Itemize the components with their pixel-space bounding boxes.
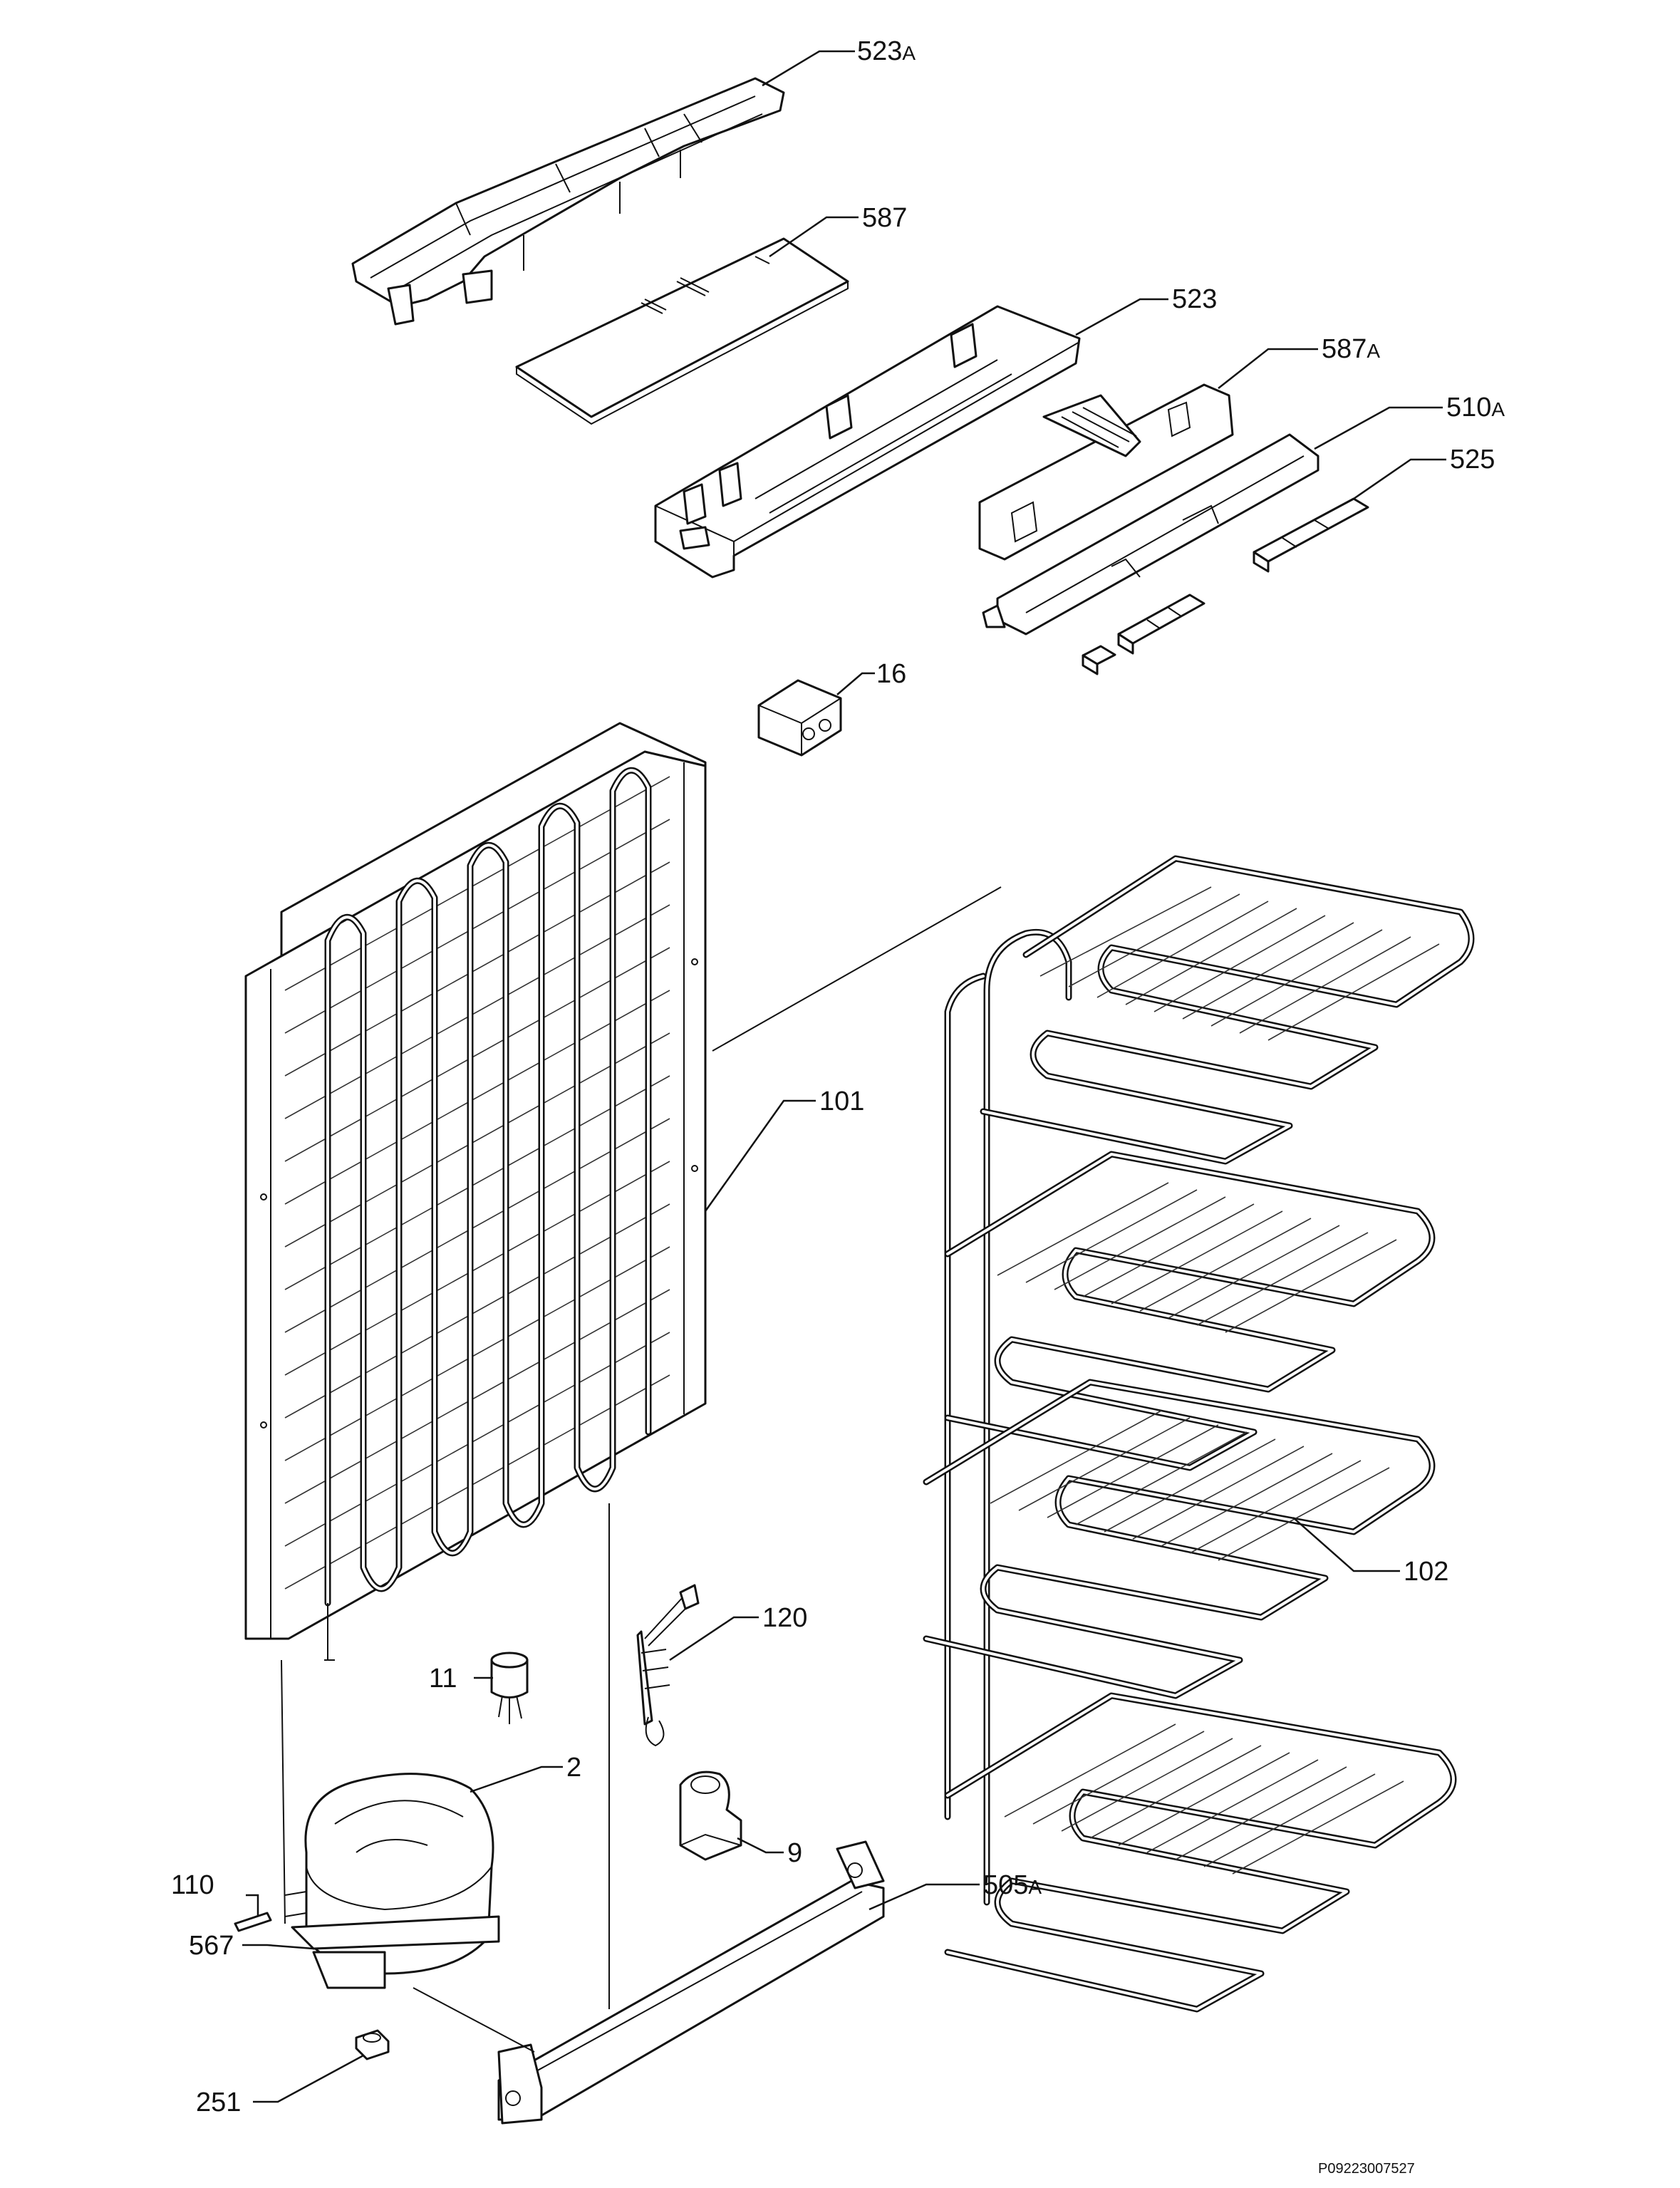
- part-101-condenser: [244, 722, 707, 1661]
- label-120: 120: [762, 1603, 807, 1633]
- leader-505a: [868, 1883, 980, 1911]
- connector-line-left: [281, 1659, 286, 1924]
- evaporator-shelf-2: [944, 1151, 1436, 1471]
- label-523: 523: [1172, 284, 1217, 314]
- leader-16: [836, 672, 875, 695]
- part-525-buttons: [1082, 497, 1369, 675]
- part-523-control-housing: [654, 305, 1081, 579]
- leader-120: [669, 1616, 759, 1661]
- evaporator-shelf-1: [980, 855, 1475, 1165]
- label-2: 2: [566, 1753, 581, 1783]
- leader-567: [242, 1944, 314, 1950]
- part-2-compressor: [284, 1773, 500, 1989]
- leader-9: [737, 1837, 784, 1854]
- part-11-relay: [490, 1652, 529, 1724]
- drawing-code: P09223007527: [1318, 2161, 1415, 2177]
- evaporator-shelf-3: [923, 1379, 1436, 1699]
- label-16: 16: [876, 659, 906, 689]
- label-110: 110: [171, 1870, 214, 1900]
- part-587-circuit-board: [515, 237, 849, 425]
- label-510a: 510A: [1446, 393, 1505, 422]
- part-510a-front-panel: [982, 433, 1319, 636]
- part-251-nut: [355, 2029, 390, 2060]
- leader-110: [246, 1894, 259, 1917]
- label-11: 11: [429, 1664, 457, 1694]
- leader-523: [1075, 298, 1168, 336]
- leader-587a: [1218, 348, 1318, 389]
- label-587a: 587A: [1322, 334, 1380, 364]
- label-9: 9: [787, 1838, 802, 1868]
- label-525: 525: [1450, 445, 1495, 475]
- part-110-pin: [234, 1912, 272, 1932]
- part-587a-display-board: [978, 383, 1234, 561]
- label-102: 102: [1404, 1557, 1448, 1587]
- leader-101: [704, 1099, 816, 1212]
- leader-2: [470, 1766, 563, 1793]
- part-102-evaporator: [923, 855, 1475, 2013]
- label-523a: 523A: [857, 36, 916, 66]
- label-505a: 505A: [983, 1870, 1042, 1900]
- label-101: 101: [819, 1087, 864, 1116]
- part-120-sensor: [636, 1584, 700, 1747]
- part-523a-top-cover: [351, 77, 785, 326]
- label-567: 567: [189, 1931, 234, 1961]
- part-505a-bracket: [497, 1840, 885, 2125]
- part-9-clip: [679, 1770, 742, 1861]
- label-587: 587: [862, 203, 907, 233]
- leader-523a: [762, 50, 855, 87]
- leader-102: [1292, 1517, 1400, 1572]
- leader-525: [1353, 458, 1446, 500]
- leader-587: [769, 216, 859, 258]
- label-251: 251: [196, 2088, 241, 2117]
- leader-510a: [1314, 406, 1443, 450]
- leader-251: [253, 2054, 364, 2103]
- part-16-switch: [757, 679, 842, 757]
- evaporator-shelf-4: [944, 1692, 1457, 2013]
